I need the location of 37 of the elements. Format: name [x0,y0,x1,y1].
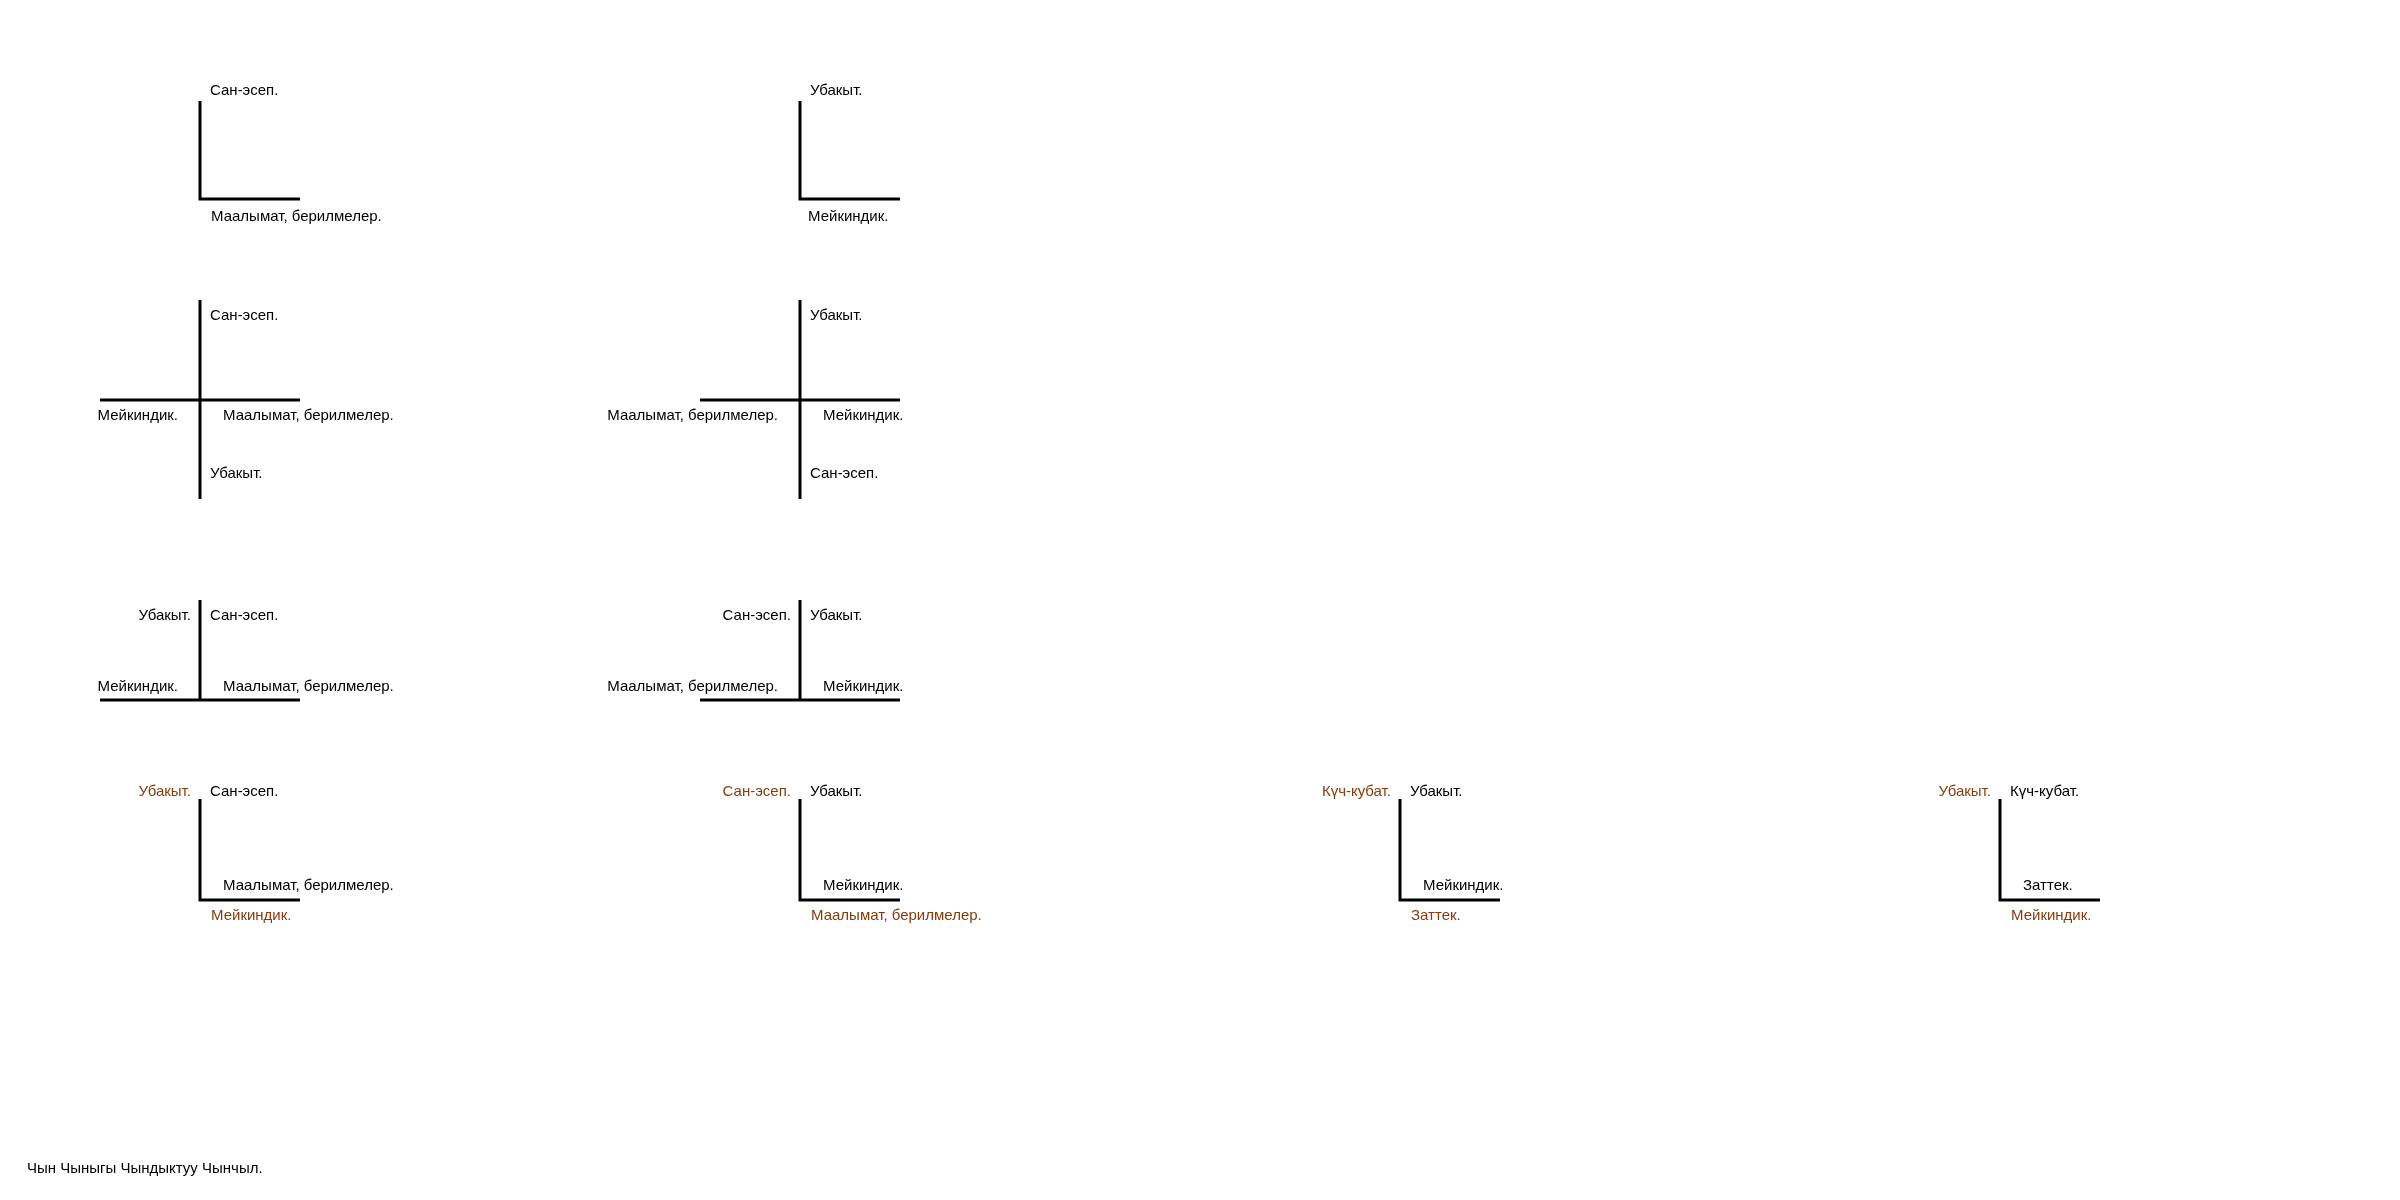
axis-label: Сан-эсеп. [210,81,279,99]
axis-label: Убакыт. [810,782,863,800]
axis-label: Убакыт. [138,606,191,624]
axis-label: Мейкиндик. [1423,876,1504,894]
axis-label: Мейкиндик. [97,677,178,695]
axis-label: Маалымат, берилмелер. [223,406,394,424]
axis-label: Убакыт. [138,782,191,800]
axis-label: Сан-эсеп. [722,782,791,800]
axis-label: Маалымат, берилмелер. [811,906,982,924]
axis-label: Заттек. [1411,906,1461,924]
axis-label: Мейкиндик. [2011,906,2092,924]
axis-label: Убакыт. [810,81,863,99]
axis-label: Мейкиндик. [823,876,904,894]
axis-label: Маалымат, берилмелер. [223,677,394,695]
axis-label: Маалымат, берилмелер. [607,677,778,695]
axis-label: Күч-кубат. [2010,782,2080,800]
axis-label: Маалымат, берилмелер. [211,207,382,225]
axis-label: Сан-эсеп. [210,782,279,800]
axis-label: Күч-кубат. [1321,782,1391,800]
axis-label: Убакыт. [1938,782,1991,800]
axis-label: Убакыт. [810,306,863,324]
axis-label: Маалымат, берилмелер. [223,876,394,894]
axis-label: Мейкиндик. [808,207,889,225]
axis-label: Сан-эсеп. [210,306,279,324]
axis-label: Мейкиндик. [823,677,904,695]
axis-label: Сан-эсеп. [722,606,791,624]
footnote: Чын Чыныгы Чындыктуу Чынчыл. [27,1159,263,1177]
axis-label: Мейкиндик. [211,906,292,924]
axis-label: Мейкиндик. [823,406,904,424]
axis-label: Маалымат, берилмелер. [607,406,778,424]
axis-label: Мейкиндик. [97,406,178,424]
axis-label: Убакыт. [210,464,263,482]
axis-label: Убакыт. [810,606,863,624]
axis-label: Сан-эсеп. [810,464,879,482]
axis-label: Заттек. [2023,876,2073,894]
axis-label: Сан-эсеп. [210,606,279,624]
axis-label: Убакыт. [1410,782,1463,800]
